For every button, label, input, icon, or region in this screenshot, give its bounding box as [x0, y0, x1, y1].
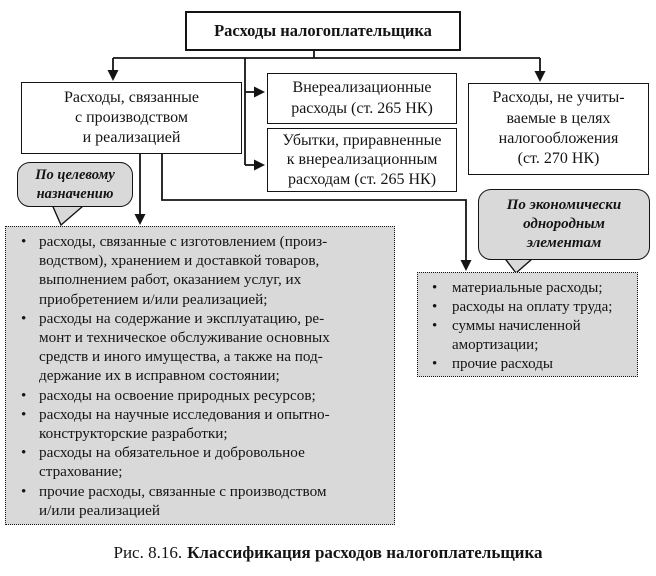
connector-to-elements-list: [161, 152, 467, 261]
list-by-purpose: расходы, связанные с изготовлением (прои…: [5, 226, 395, 525]
list-item: расходы, связанные с изготовлением (прои…: [6, 232, 394, 309]
node-production-expenses: Расходы, связанные с производством и реа…: [21, 82, 242, 154]
list-item: материальные расходы;: [418, 279, 637, 298]
list-item: прочие расходы: [418, 355, 637, 374]
list-item: прочие расходы, связанные с производство…: [6, 482, 394, 520]
node-non-sale-expenses: Внереализационные расходы (ст. 265 НК): [267, 73, 457, 124]
caption-title: Классификация расходов налогоплательщика: [187, 543, 543, 562]
arrowhead-elements-list: [460, 260, 472, 271]
list-item: расходы на освоение природных ресурсов;: [6, 386, 394, 405]
callout-by-purpose: По целевому назначению: [17, 162, 133, 207]
arrowhead-purpose-list: [134, 214, 146, 225]
arrowhead-losses: [254, 159, 265, 171]
list-by-elements: материальные расходы; расходы на оплату …: [417, 272, 638, 377]
arrowhead-non-sale: [254, 86, 265, 98]
node-not-accounted-expenses: Расходы, не учиты- ваемые в целях налого…: [468, 83, 649, 175]
by-purpose-items: расходы, связанные с изготовлением (прои…: [6, 232, 394, 520]
list-item: расходы на обязательное и добровольное с…: [6, 443, 394, 481]
figure-caption: Рис. 8.16.Классификация расходов налогоп…: [0, 543, 656, 563]
callout-by-elements: По экономически однородным элементам: [478, 189, 650, 260]
list-item: расходы на содержание и эксплуатацию, ре…: [6, 309, 394, 386]
list-item: суммы начисленной амортизации;: [418, 317, 637, 355]
caption-number: Рис. 8.16.: [113, 543, 183, 562]
list-item: расходы на научные исследования и опытно…: [6, 405, 394, 443]
by-elements-items: материальные расходы; расходы на оплату …: [418, 279, 637, 374]
list-item: расходы на оплату труда;: [418, 298, 637, 317]
arrowhead-production: [107, 70, 119, 81]
arrowhead-not-accounted: [534, 71, 546, 82]
node-losses-equated: Убытки, приравненные к внереализационным…: [267, 128, 457, 192]
node-taxpayer-expenses: Расходы налогоплательщика: [185, 11, 461, 51]
